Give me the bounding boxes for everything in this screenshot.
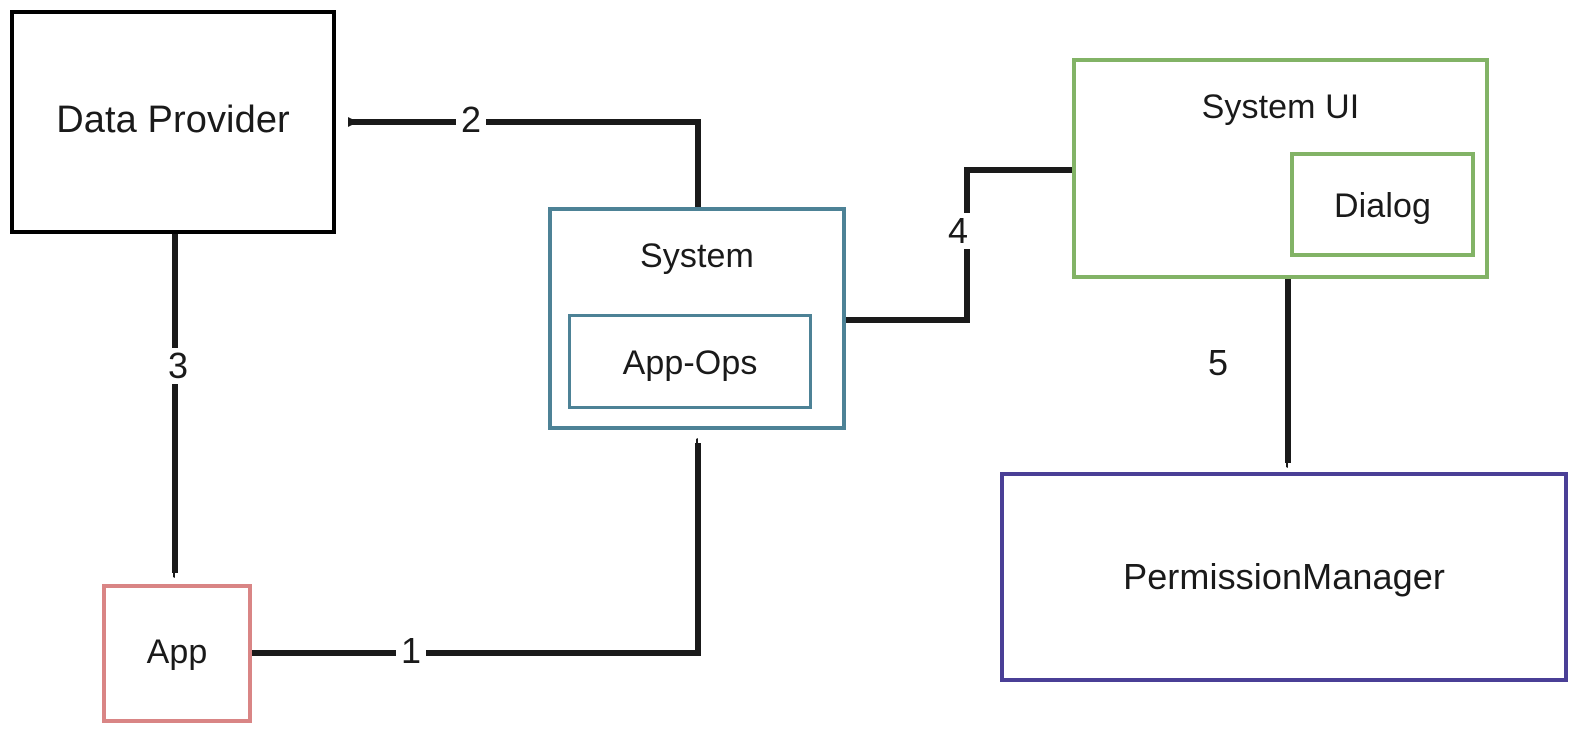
- node-app-label: App: [146, 633, 208, 671]
- node-data-provider[interactable]: [10, 10, 336, 234]
- edge-1-path: [252, 443, 701, 656]
- node-app-ops[interactable]: [568, 314, 812, 409]
- edge-2-path: [348, 117, 701, 207]
- node-data-provider-label: Data Provider: [56, 99, 290, 141]
- edge-label-3: 3: [163, 348, 194, 384]
- node-system-ui-label: System UI: [1201, 88, 1360, 126]
- node-system-label: System: [640, 237, 754, 275]
- node-app[interactable]: [102, 584, 252, 723]
- edge-label-1: 1: [396, 633, 427, 669]
- edge-label-4: 4: [943, 213, 974, 249]
- node-permission-manager-label: PermissionManager: [1123, 556, 1445, 597]
- edge-label-2: 2: [456, 102, 487, 138]
- node-app-ops-label: App-Ops: [622, 344, 758, 382]
- edge-label-5: 5: [1203, 345, 1234, 381]
- node-permission-manager[interactable]: [1000, 472, 1568, 682]
- node-dialog-label: Dialog: [1334, 187, 1431, 225]
- node-dialog[interactable]: [1290, 152, 1475, 257]
